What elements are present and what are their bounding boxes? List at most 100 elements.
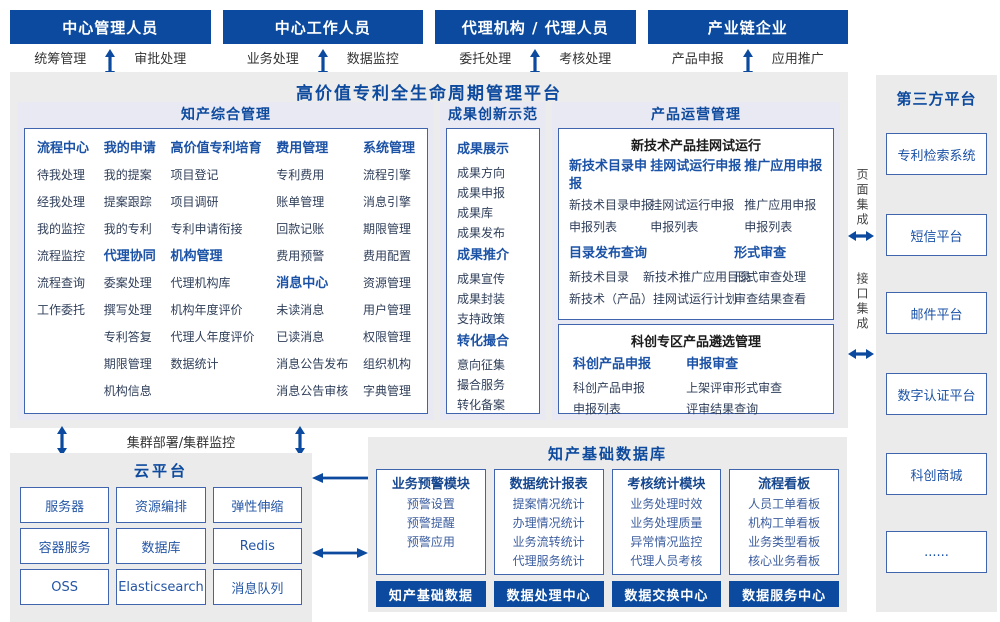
group-heading: 形式审查 — [734, 246, 787, 261]
menu-item: 费用预警 — [276, 249, 325, 263]
trial-run-box: 新技术产品挂网试运行 新技术目录申报 新技术目录申报 申报列表 挂网试运行申报 … — [558, 128, 834, 320]
sub-box-title: 科创专区产品遴选管理 — [630, 335, 761, 350]
menu-item: 新技术目录 — [569, 270, 630, 284]
double-arrow-vertical-icon — [530, 49, 541, 79]
group-heading: 成果推介 — [457, 248, 510, 263]
menu-item: 撰写处理 — [103, 303, 152, 317]
third-party-system: 数字认证平台 — [886, 373, 987, 415]
left-arrow-icon — [312, 473, 368, 483]
group-heading: 机构管理 — [170, 249, 223, 264]
menu-item: 代理服务统计 — [512, 554, 585, 568]
trial-col-catalog: 新技术目录申报 新技术目录申报 申报列表 — [569, 158, 653, 238]
double-arrow-vertical-icon — [105, 49, 116, 79]
menu-item: 提案情况统计 — [512, 497, 585, 511]
third-party-panel: 第三方平台 专利检索系统 短信平台 邮件平台 数字认证平台 科创商城 .....… — [876, 75, 997, 612]
menu-item: 流程监控 — [37, 249, 86, 263]
module-ip-management: 知产综合管理 流程中心 待我处理 经我处理 我的监控 流程监控 流程查询 工作委… — [18, 102, 434, 420]
menu-item: 字典管理 — [362, 384, 411, 398]
ip-database-panel: 知产基础数据库 业务预警模块 预警设置 预警提醒 预警应用 数据统计报表 提案情… — [368, 437, 847, 612]
menu-item: 代理人员考核 — [630, 554, 703, 568]
menu-item: 委案处理 — [103, 276, 152, 290]
menu-item: 意向征集 — [457, 358, 506, 372]
menu-item: 新技术推广应用目录 — [643, 270, 752, 284]
cloud-platform-title: 云平台 — [133, 462, 188, 480]
trial-col-promo: 推广应用申报 推广应用申报 申报列表 — [744, 158, 823, 238]
menu-item: 支持政策 — [457, 312, 506, 326]
cloud-service: Elasticsearch — [116, 569, 206, 605]
group-heading: 系统管理 — [362, 141, 415, 156]
role-function-label: 数据监控 — [346, 51, 399, 67]
ip-col-system: 系统管理 流程引擎 消息引擎 期限管理 费用配置 资源管理 用户管理 权限管理 … — [363, 135, 415, 407]
page-integration-label: 页面集成 — [855, 168, 869, 228]
menu-item: 待我处理 — [37, 168, 86, 182]
module-achievement-innovation: 成果创新示范 成果展示 成果方向 成果申报 成果库 成果发布 成果推介 成果宣传… — [440, 102, 546, 420]
db-module-assessment: 考核统计模块 业务处理时效 业务处理质量 异常情况监控 代理人员考核 — [611, 469, 722, 575]
cloud-service: 消息队列 — [212, 569, 302, 605]
menu-item: 项目调研 — [170, 195, 219, 209]
menu-item: 评审结果查询 — [686, 402, 759, 416]
group-heading: 科创产品申报 — [573, 357, 652, 372]
db-module-statistics: 数据统计报表 提案情况统计 办理情况统计 业务流转统计 代理服务统计 — [493, 469, 604, 575]
menu-item: 申报列表 — [573, 402, 622, 416]
role-functions: 业务处理 数据监控 — [223, 44, 424, 79]
menu-item: 人员工单看板 — [748, 497, 821, 511]
menu-item: 回款记账 — [276, 222, 325, 236]
menu-item: 申报列表 — [650, 220, 699, 234]
db-center-bar: 数据处理中心 — [493, 581, 604, 607]
menu-item: 成果申报 — [457, 186, 506, 200]
double-arrow-vertical-icon — [317, 49, 328, 79]
db-module-kanban: 流程看板 人员工单看板 机构工单看板 业务类型看板 核心业务看板 — [729, 469, 839, 575]
trial-col-publish: 目录发布查询 新技术目录 新技术推广应用目录 新技术（产品）挂网试运行计划 — [569, 242, 751, 310]
menu-item: 核心业务看板 — [748, 554, 821, 568]
role-title-bar: 中心管理人员 — [10, 10, 211, 44]
double-arrow-horizontal-icon — [848, 231, 874, 241]
menu-item: 审查结果查看 — [734, 292, 807, 306]
menu-item: 提案跟踪 — [103, 195, 152, 209]
cloud-services-grid: 服务器 资源编排 弹性伸缩 容器服务 数据库 Redis OSS Elastic… — [10, 481, 312, 605]
double-arrow-horizontal-icon — [848, 349, 874, 359]
menu-item: 申报列表 — [744, 220, 793, 234]
cluster-label: 集群部署/集群监控 — [126, 435, 236, 451]
cloud-service: 容器服务 — [20, 528, 110, 564]
menu-item: 用户管理 — [362, 303, 411, 317]
menu-item: 项目登记 — [170, 168, 219, 182]
db-modules-row: 业务预警模块 预警设置 预警提醒 预警应用 数据统计报表 提案情况统计 办理情况… — [368, 464, 847, 575]
menu-item: 上架评审形式审查 — [686, 381, 783, 395]
menu-item: 期限管理 — [103, 357, 152, 371]
module-product-operation: 产品运营管理 新技术产品挂网试运行 新技术目录申报 新技术目录申报 申报列表 挂… — [552, 102, 840, 420]
third-party-system: 短信平台 — [886, 214, 987, 256]
api-integration-label: 接口集成 — [855, 272, 869, 332]
third-party-system: 邮件平台 — [886, 292, 987, 334]
ip-col-apply-agency: 我的申请 我的提案 提案跟踪 我的专利 代理协同 委案处理 撰写处理 专利答复 … — [104, 135, 156, 407]
menu-item: 专利费用 — [276, 168, 325, 182]
role-center-manager: 中心管理人员 统筹管理 审批处理 — [10, 10, 211, 79]
group-heading: 挂网试运行申报 — [650, 159, 742, 174]
double-arrow-horizontal-icon — [312, 548, 368, 558]
role-center-staff: 中心工作人员 业务处理 数据监控 — [222, 10, 424, 79]
menu-item: 业务类型看板 — [748, 535, 821, 549]
ip-database-title: 知产基础数据库 — [547, 445, 667, 463]
cloud-service: 资源编排 — [116, 487, 206, 523]
menu-item: 办理情况统计 — [512, 516, 585, 530]
role-functions: 统筹管理 审批处理 — [10, 44, 211, 79]
third-party-system: 专利检索系统 — [886, 133, 987, 175]
trial-col-apply: 挂网试运行申报 挂网试运行申报 申报列表 — [650, 158, 744, 238]
roles-row: 中心管理人员 统筹管理 审批处理 中心工作人员 业务处理 数据监控 代理机构 /… — [10, 10, 848, 79]
group-heading: 考核统计模块 — [627, 477, 706, 492]
menu-item: 专利申请衔接 — [170, 222, 243, 236]
group-heading: 目录发布查询 — [569, 246, 648, 261]
selection-col-review: 申报审查 上架评审形式审查 评审结果查询 — [686, 352, 819, 420]
menu-item: 账单管理 — [276, 195, 325, 209]
menu-item: 代理人年度评价 — [170, 330, 255, 344]
menu-item: 成果方向 — [457, 166, 506, 180]
menu-item: 代理机构库 — [170, 276, 231, 290]
db-centers-row: 知产基础数据 数据处理中心 数据交换中心 数据服务中心 — [368, 575, 847, 607]
group-heading: 推广应用申报 — [744, 159, 823, 174]
double-arrow-vertical-icon — [742, 49, 753, 79]
menu-item: 权限管理 — [362, 330, 411, 344]
menu-item: 我的专利 — [103, 222, 152, 236]
menu-item: 成果发布 — [457, 226, 506, 240]
role-function-label: 应用推广 — [771, 51, 824, 67]
menu-item: 业务处理质量 — [630, 516, 703, 530]
role-industry-enterprise: 产业链企业 产品申报 应用推广 — [647, 10, 848, 79]
